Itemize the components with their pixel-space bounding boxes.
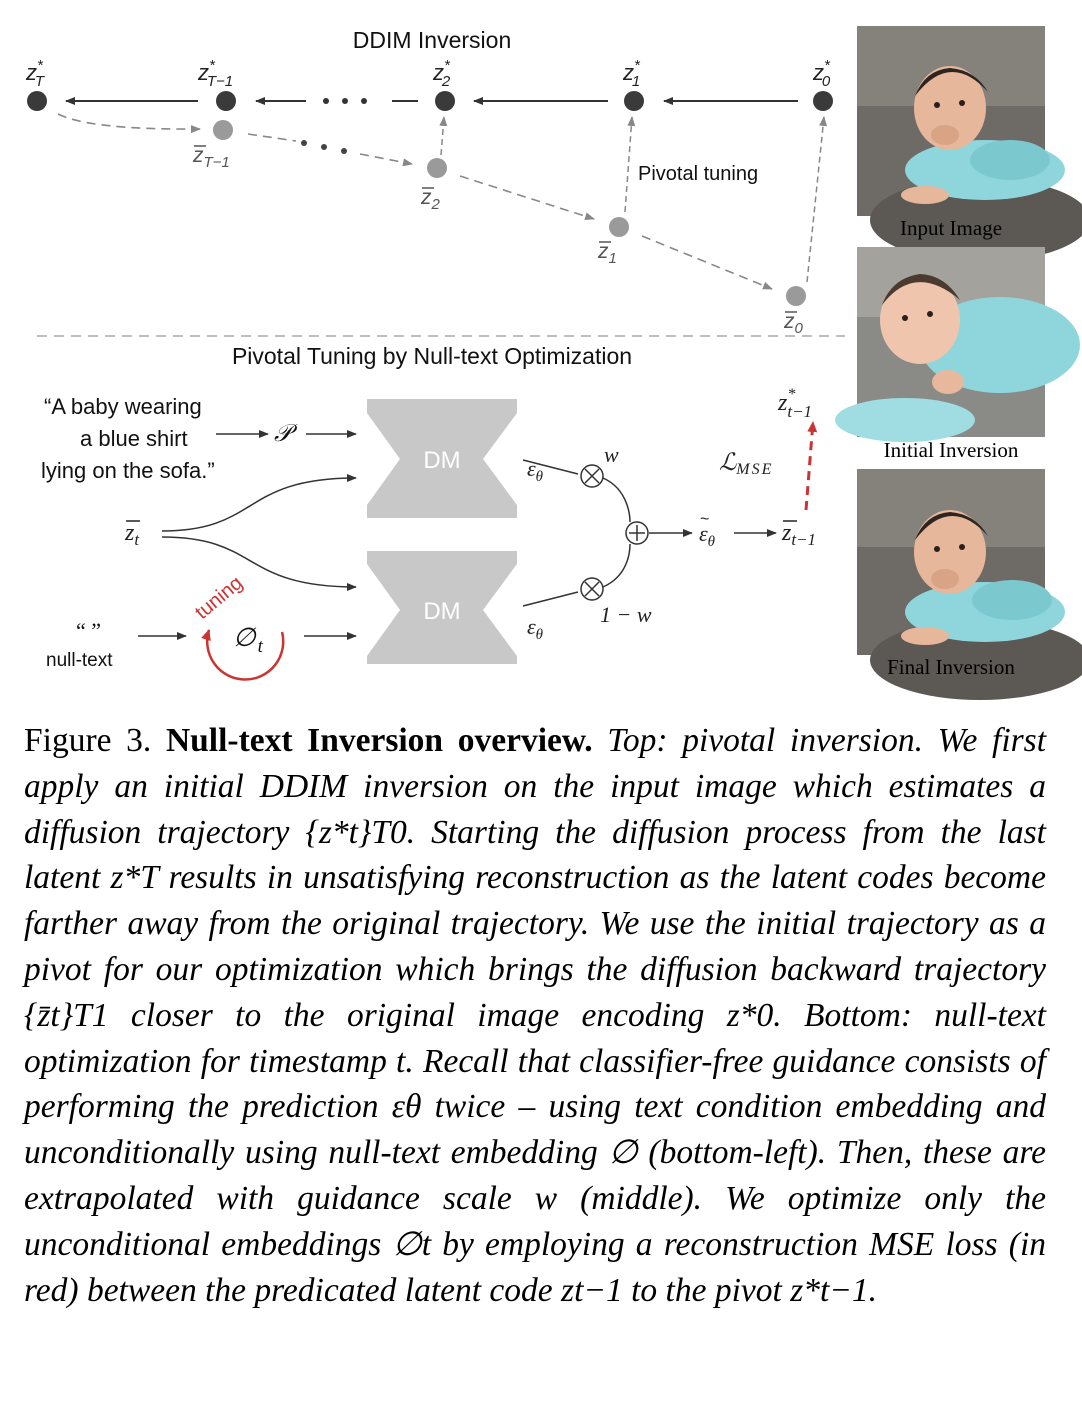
z-star-1-label: z*1 [622, 57, 641, 90]
node-z-star-2 [435, 91, 455, 111]
pivot-arrow-2 [441, 117, 444, 155]
dm-label-conditional: DM [423, 447, 460, 474]
dashed-zbarT1-dots [248, 134, 296, 141]
prompt-line-3: lying on the sofa.” [41, 458, 215, 483]
svg-text:~: ~ [700, 511, 709, 528]
node-z-bar-2 [427, 158, 447, 178]
node-z-star-T-1 [216, 91, 236, 111]
one-minus-w-label: 1 − w [600, 602, 652, 627]
pivotal-tuning-label: Pivotal tuning [638, 163, 758, 185]
caption-bold-title: Null-text Inversion overview. [166, 722, 593, 759]
z-star-T-1-label: z*T−1 [197, 57, 233, 90]
node-z-star-T [27, 91, 47, 111]
eps-theta-bottom: εθ [527, 614, 544, 643]
dashed-zbar1-zbar0 [642, 236, 772, 289]
z-bar-0-label: z0 [783, 310, 804, 337]
z-star-2-label: z*2 [432, 57, 451, 90]
plus-node [626, 522, 648, 544]
caption-body: Top: pivotal inversion. We first apply a… [24, 722, 1046, 1309]
dashed-zT-to-zbarT1 [58, 114, 200, 129]
tuning-loop: tuning ∅t [191, 572, 283, 680]
z-bar-t-1-label: zt−1 [781, 520, 816, 549]
prompt-P-symbol: 𝒫 [274, 421, 298, 447]
loss-mse-label: ℒMSE [719, 450, 773, 478]
figure-caption: Figure 3. Null-text Inversion overview. … [24, 718, 1046, 1313]
curve-zt-to-DM-top [162, 478, 356, 531]
multiply-node-top [581, 465, 603, 487]
multiply-node-bottom [581, 578, 603, 600]
initial-inversion-image [835, 247, 1080, 442]
input-image-label: Input Image [850, 216, 1052, 241]
prompt-line-1: “A baby wearing [44, 394, 202, 419]
eps-theta-top: εθ [527, 456, 544, 485]
ddim-inversion-title: DDIM Inversion [353, 27, 511, 53]
figure-diagram: DDIM Inversion z*T z*T−1 z*2 z*1 z*0 zT−… [0, 0, 1082, 700]
z-star-t-1-label: z*t−1 [777, 386, 812, 421]
final-inversion-label: Final Inversion [850, 655, 1052, 680]
dm-label-unconditional: DM [423, 598, 460, 625]
node-z-bar-0 [786, 286, 806, 306]
null-symbol-t: ∅t [233, 623, 264, 657]
curve-zt-to-DM-bottom [162, 537, 356, 587]
ellipsis-dots-bottom [301, 140, 347, 154]
z-bar-1-label: z1 [597, 240, 617, 267]
pivot-arrow-1 [625, 117, 632, 212]
initial-inversion-label: Initial Inversion [850, 438, 1052, 463]
z-star-T-label: z*T [25, 57, 46, 90]
node-z-star-0 [813, 91, 833, 111]
null-text-optimization-title: Pivotal Tuning by Null-text Optimization [232, 343, 632, 369]
null-text-label: null-text [46, 650, 113, 671]
pivot-arrow-0 [807, 117, 824, 282]
ellipsis-dots-top [323, 98, 367, 104]
z-bar-2-label: z2 [420, 186, 441, 213]
null-quote: “ ” [76, 618, 101, 643]
z-star-0-label: z*0 [812, 57, 831, 90]
w-label: w [604, 442, 619, 467]
node-z-bar-1 [609, 217, 629, 237]
dashed-dots-zbar2 [360, 154, 412, 164]
z-bar-T-1-label: zT−1 [192, 144, 230, 171]
prompt-line-2: a blue shirt [80, 426, 188, 451]
node-z-bar-T-1 [213, 120, 233, 140]
z-bar-t-label: zt [124, 520, 140, 549]
z-star-labels: z*T z*T−1 z*2 z*1 z*0 [25, 57, 831, 90]
mse-loss-arrow [806, 422, 813, 510]
caption-label: Figure 3. [24, 722, 151, 759]
dashed-zbar2-zbar1 [460, 176, 594, 219]
node-z-star-1 [624, 91, 644, 111]
